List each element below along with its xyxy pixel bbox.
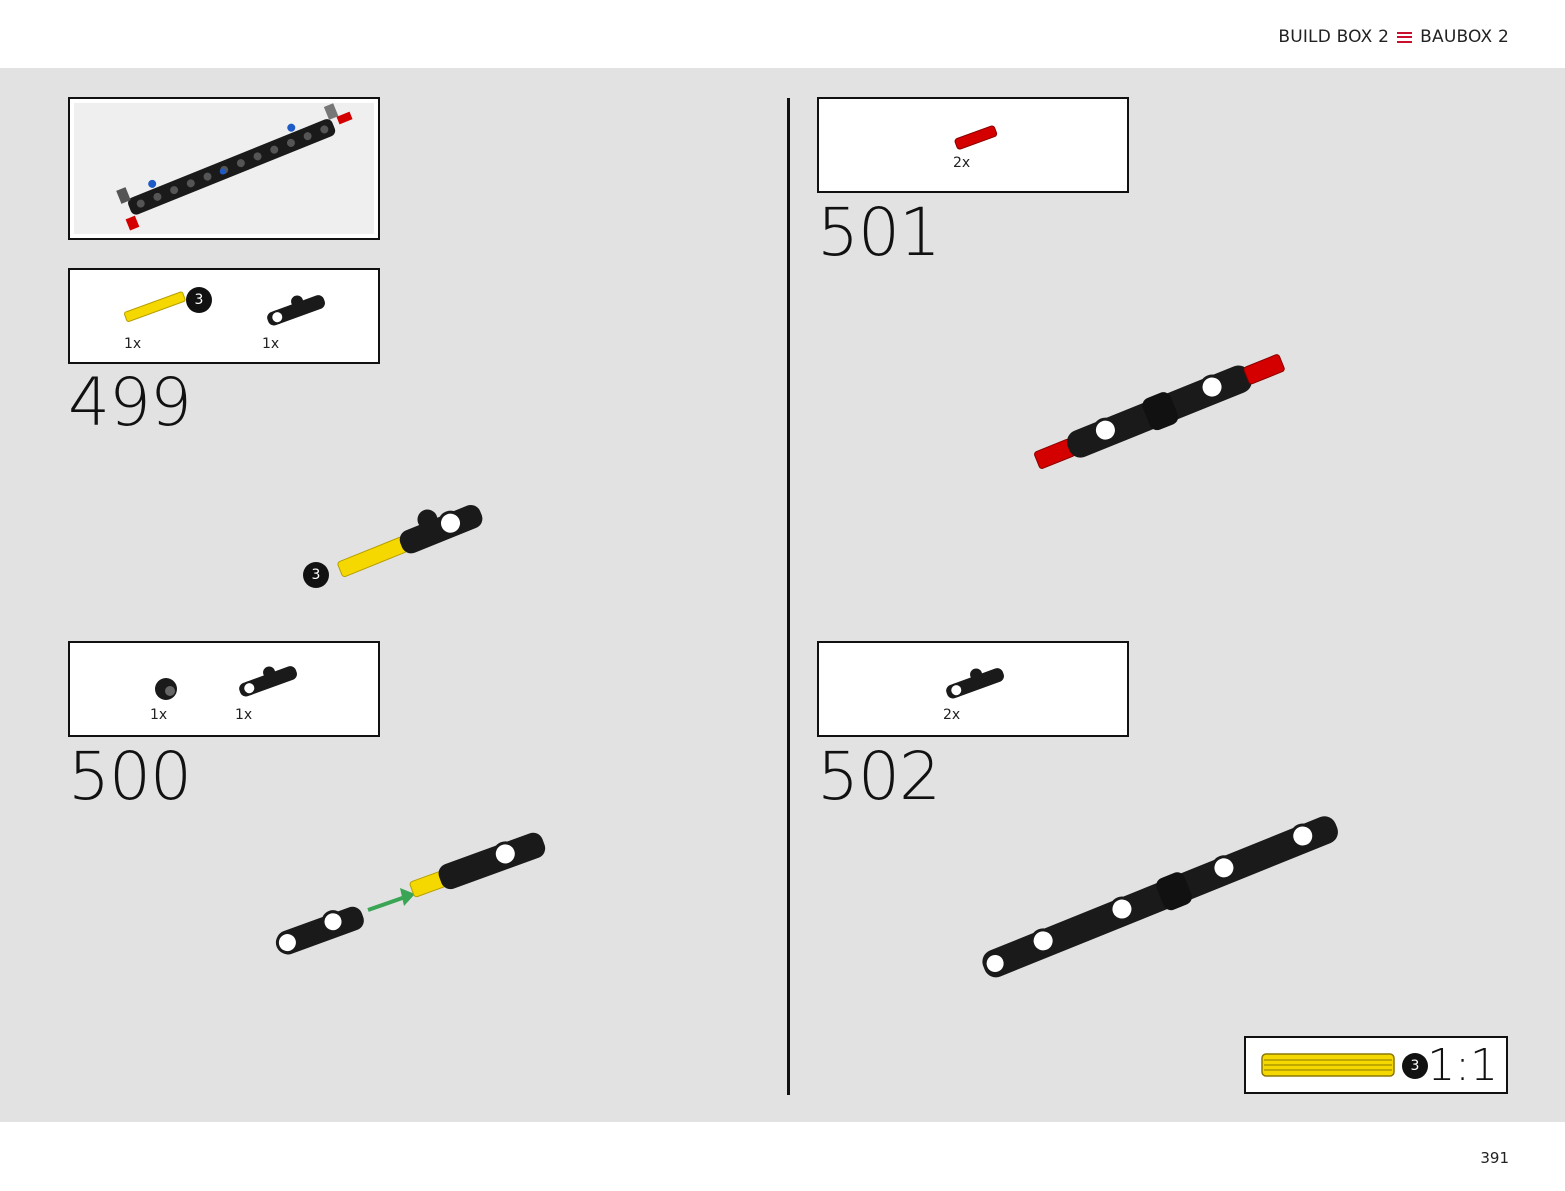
page-number: 391 [1480, 1149, 1509, 1167]
scale-reference-box: 3 1:1 [1244, 1036, 1508, 1094]
step-number-501: 501 [817, 194, 941, 271]
parts-box-500: 1x 1x [68, 641, 380, 737]
qty-label: 2x [943, 707, 961, 723]
black-connector-image [267, 295, 325, 326]
step-500-illustration [275, 832, 546, 955]
callout-badge: 3 [186, 287, 212, 313]
callout-badge: 3 [1402, 1053, 1428, 1079]
title-left: BUILD BOX 2 [1278, 27, 1390, 47]
qty-label: 1x [150, 707, 168, 723]
black-connector-image [239, 666, 297, 697]
yellow-axle-image [124, 291, 186, 322]
qty-label: 2x [953, 155, 971, 171]
step-number-502: 502 [817, 738, 941, 815]
step-502-illustration [982, 816, 1338, 978]
yellow-axle-scale-image [1261, 1053, 1395, 1077]
title-right: BAUBOX 2 [1420, 27, 1509, 47]
black-connector-image [946, 668, 1004, 699]
instruction-stage: 3 1x 1x 499 3 1x 1x 500 [0, 68, 1565, 1122]
menu-lines-icon [1397, 31, 1413, 43]
black-bush-image [155, 678, 177, 700]
beam-assembly-image [116, 103, 353, 231]
step-501-illustration [1034, 354, 1285, 469]
callout-badge: 3 [303, 562, 329, 588]
scale-ratio: 1:1 [1427, 1040, 1498, 1091]
step-499-illustration [337, 504, 483, 578]
parts-box-499: 3 1x 1x [68, 268, 380, 364]
qty-label: 1x [124, 336, 142, 352]
step-number-499: 499 [68, 364, 192, 441]
header-title: BUILD BOX 2 BAUBOX 2 [1278, 27, 1509, 47]
column-divider [787, 98, 790, 1095]
parts-box-501: 2x [817, 97, 1129, 193]
assembly-preview [68, 97, 380, 240]
parts-box-502: 2x [817, 641, 1129, 737]
red-pin-image [954, 125, 998, 150]
step-number-500: 500 [68, 738, 192, 815]
qty-label: 1x [235, 707, 253, 723]
qty-label: 1x [262, 336, 280, 352]
